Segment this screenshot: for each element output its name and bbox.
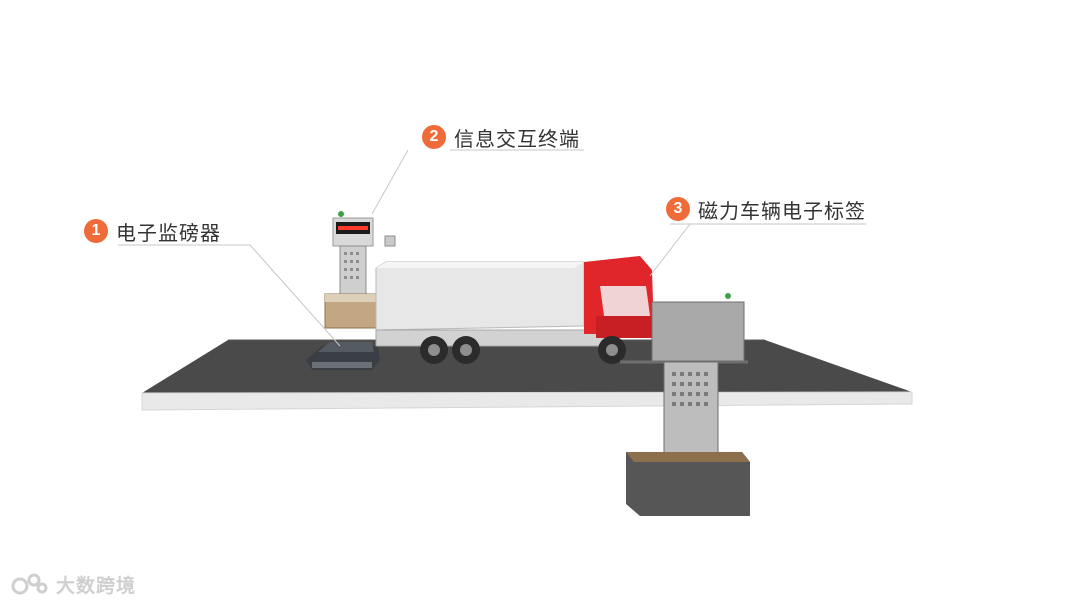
weighbridge-platform (141, 339, 913, 411)
callout-label-2: 信息交互终端 (454, 126, 580, 151)
watermark-text: 大数跨境 (56, 574, 137, 597)
callout-badge-3: 3 (666, 197, 690, 221)
callout-magnetic-tag: 3 磁力车辆电子标签 (666, 194, 866, 224)
watermark: 大数跨境 (10, 570, 136, 598)
callout-electronic-monitor: 1 电子监磅器 (84, 216, 221, 246)
electronic-monitor-device (306, 342, 380, 370)
info-terminal-device (324, 211, 396, 329)
leader-lines (118, 149, 866, 347)
watermark-logo-icon (11, 573, 48, 595)
magnetic-tag-reader-device (620, 293, 750, 516)
callout-info-terminal: 2 信息交互终端 (422, 122, 580, 152)
callout-label-1: 电子监磅器 (116, 220, 221, 245)
callout-badge-2: 2 (422, 125, 446, 149)
callout-badge-1: 1 (84, 219, 108, 243)
callout-label-3: 磁力车辆电子标签 (698, 198, 866, 223)
truck (375, 256, 654, 364)
